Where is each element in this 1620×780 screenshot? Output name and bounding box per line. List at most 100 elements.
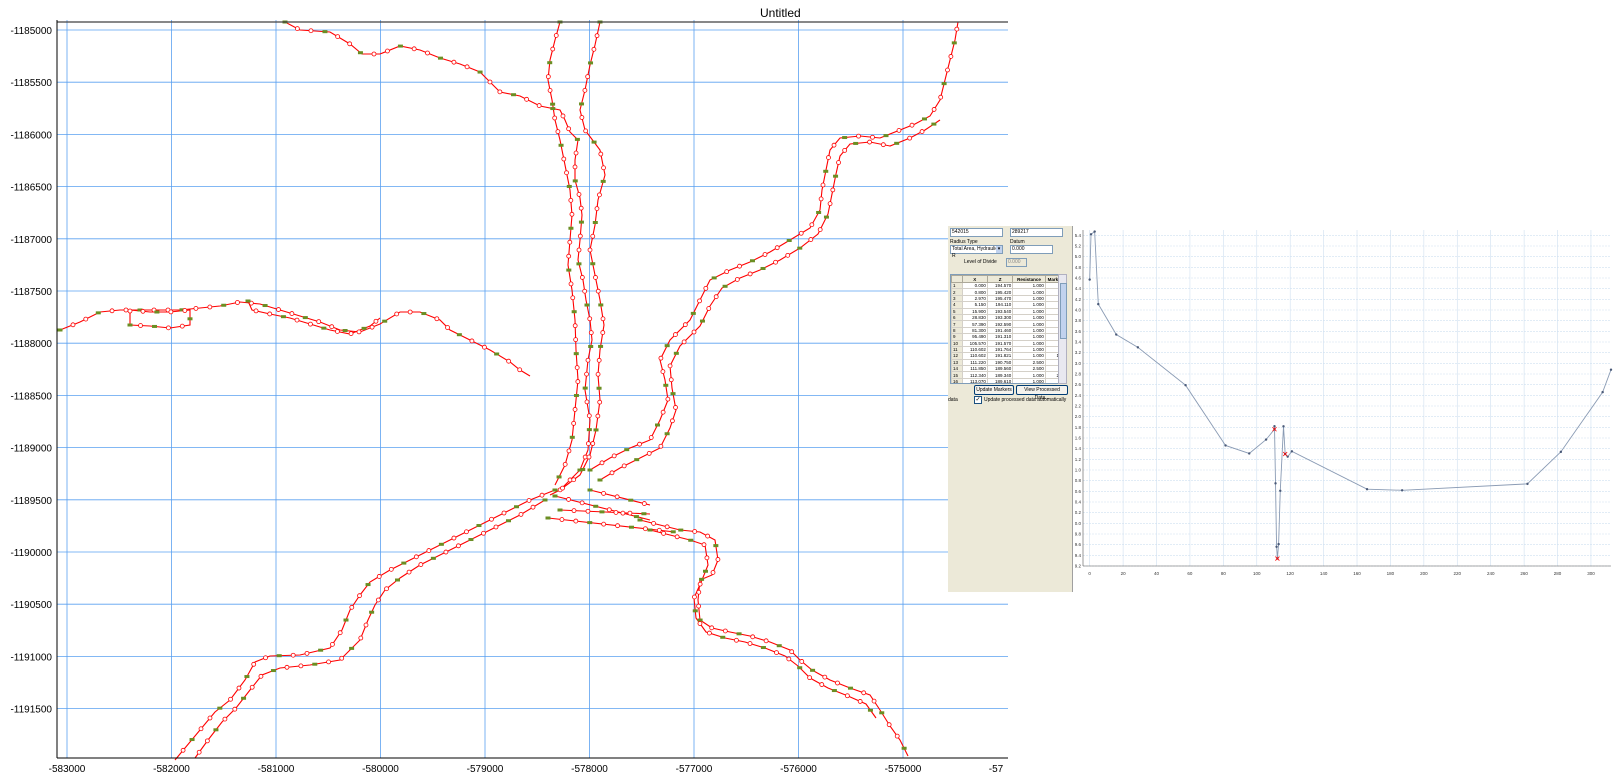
section-node: [600, 330, 606, 335]
table-cell[interactable]: 191.460: [986, 326, 1014, 335]
table-cell[interactable]: 193.300: [986, 313, 1014, 322]
table-cell[interactable]: 194.110: [986, 301, 1014, 309]
river-channel-southwest-b[interactable]: [194, 499, 546, 759]
section-node: [566, 497, 571, 502]
section-node: [827, 201, 833, 207]
section-marker: [576, 262, 582, 266]
section-node: [737, 263, 742, 269]
section-node: [363, 622, 369, 628]
view-processed-data-button[interactable]: View Processed Data...: [1016, 385, 1068, 401]
table-cell[interactable]: 191.310: [986, 333, 1014, 341]
profile-y-tick-label: 189.2: [1075, 564, 1081, 569]
river-channel-south-bank[interactable]: [547, 21, 579, 486]
river-network[interactable]: [59, 21, 959, 761]
section-node: [582, 454, 588, 460]
section-node: [358, 635, 364, 641]
table-cell[interactable]: 189.340: [986, 371, 1014, 379]
grid-column-header[interactable]: Z: [986, 275, 1014, 283]
river-channel-north-bank[interactable]: [284, 21, 593, 496]
easting-field[interactable]: 542015: [950, 228, 1003, 237]
datum-field[interactable]: 0.000: [1010, 245, 1053, 254]
river-channel-southeast[interactable]: [639, 519, 909, 757]
section-node: [326, 659, 331, 665]
section-node: [709, 625, 715, 631]
table-cell[interactable]: 190.750: [986, 358, 1014, 367]
table-cell[interactable]: 195.470: [986, 294, 1014, 303]
cross-section-line-d[interactable]: [589, 489, 651, 506]
section-marker: [587, 521, 593, 525]
section-node: [598, 151, 604, 157]
table-cell[interactable]: 193.540: [986, 307, 1014, 315]
table-cell[interactable]: 194.570: [986, 281, 1014, 290]
section-marker: [558, 143, 564, 147]
section-marker: [692, 609, 698, 613]
section-node: [451, 535, 457, 541]
auto-update-checkbox[interactable]: ✓: [974, 396, 982, 404]
section-node: [575, 379, 581, 384]
table-cell[interactable]: 191.570: [986, 339, 1014, 347]
section-node: [590, 233, 596, 239]
section-node: [375, 597, 381, 603]
section-node: [388, 566, 394, 572]
section-node: [123, 307, 129, 313]
table-cell[interactable]: 192.590: [986, 320, 1014, 328]
plan-map-view[interactable]: -583000-582000-581000-580000-579000-5780…: [0, 0, 1010, 780]
profile-y-tick-label: 193.2: [1075, 350, 1081, 355]
river-channel-southeast-b[interactable]: [649, 529, 877, 719]
section-node: [710, 570, 716, 575]
section-marker: [217, 706, 223, 710]
river-channel-east-b[interactable]: [599, 119, 941, 481]
grid-column-header[interactable]: Resistance: [1012, 275, 1046, 283]
section-node: [597, 399, 603, 405]
map-x-tick-label: -581000: [258, 764, 295, 775]
section-node: [526, 498, 532, 503]
section-node: [595, 413, 601, 419]
section-node: [289, 311, 295, 316]
update-markers-button[interactable]: Update Markers: [974, 385, 1014, 395]
profile-y-tick-label: 190.2: [1075, 510, 1081, 515]
map-x-tick-label: -575000: [885, 764, 922, 775]
section-marker: [566, 268, 572, 272]
cross-section-line-c[interactable]: [547, 517, 676, 533]
table-cell[interactable]: 189.610: [986, 377, 1014, 383]
grid-column-header[interactable]: X: [961, 275, 988, 283]
section-node: [643, 526, 648, 532]
profile-y-tick-label: 193.4: [1075, 340, 1081, 345]
section-node: [660, 369, 666, 375]
section-node: [555, 129, 561, 135]
table-cell[interactable]: 191.764: [986, 345, 1014, 354]
section-node: [844, 693, 850, 699]
section-node: [373, 318, 379, 324]
section-node: [562, 461, 568, 467]
section-node: [571, 420, 577, 426]
table-cell[interactable]: 191.821: [986, 352, 1014, 360]
section-node: [673, 405, 678, 410]
table-cell[interactable]: 189.560: [986, 365, 1014, 373]
grid-scrollbar[interactable]: [1058, 274, 1067, 384]
table-cell[interactable]: 113.070: [961, 377, 988, 383]
grid-column-header[interactable]: [951, 275, 963, 283]
table-cell[interactable]: 1.000: [1012, 377, 1046, 383]
table-cell[interactable]: 195.420: [986, 288, 1014, 296]
radius-type-select[interactable]: Total Area, Hydraulic R ▾: [950, 245, 1003, 259]
row-header-cell[interactable]: 16: [951, 377, 963, 383]
section-node: [705, 533, 711, 539]
scrollbar-thumb[interactable]: [1060, 283, 1067, 339]
northing-field[interactable]: 289217: [1010, 228, 1063, 237]
